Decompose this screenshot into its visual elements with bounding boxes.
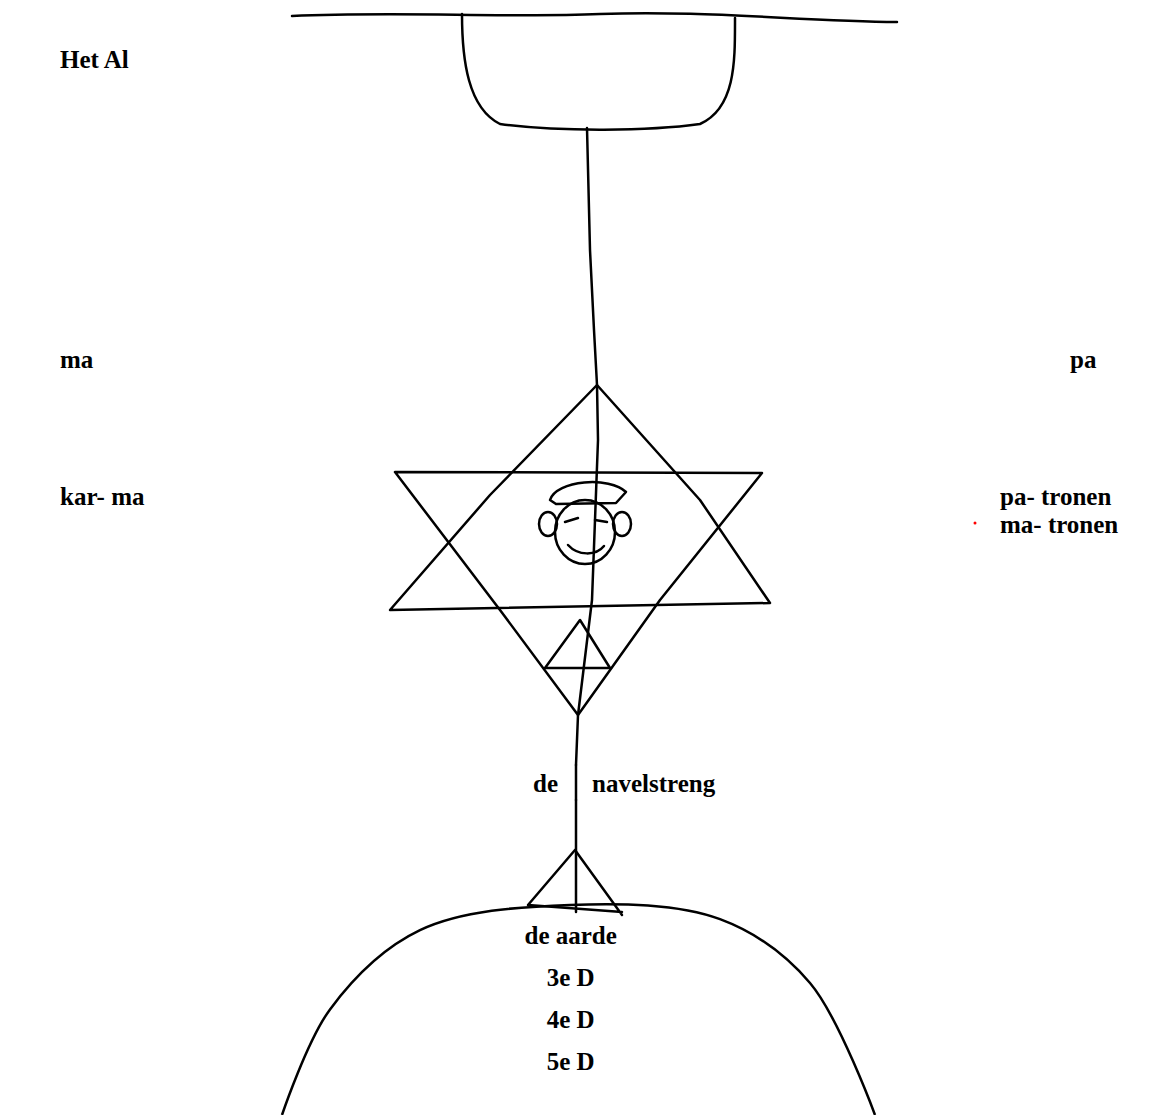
label-text: Het Al [60, 46, 129, 74]
label-text: kar- ma [60, 483, 144, 511]
cord-line-gap [575, 765, 578, 800]
earth-texts: de aarde3e D4e D5e D [251, 895, 890, 1083]
ear [613, 512, 631, 536]
label-text: de [533, 770, 558, 798]
label-text: ma [60, 346, 93, 374]
top-line [292, 13, 897, 22]
hat [550, 482, 626, 504]
ear [539, 512, 557, 536]
node-text: 4e D [547, 999, 595, 1041]
star-up-triangle [390, 385, 770, 610]
face [539, 482, 631, 564]
earth-node: de aarde3e D4e D5e D [270, 895, 890, 1115]
red-dot [974, 522, 977, 525]
star-down-triangle [395, 472, 762, 715]
node-text: 5e D [547, 1041, 595, 1083]
label-text: ma- tronen [1000, 511, 1118, 539]
head [555, 500, 615, 564]
label-text: pa- tronen [1000, 483, 1111, 511]
bowl [462, 14, 735, 130]
earth-arc [282, 904, 875, 1115]
smile [568, 545, 604, 553]
node-text: de aarde [525, 915, 617, 957]
small-triangle [545, 620, 610, 668]
node-text: 3e D [547, 957, 595, 999]
label-text: pa [1070, 346, 1096, 374]
eyes [565, 518, 607, 522]
label-text: navelstreng [592, 770, 715, 798]
